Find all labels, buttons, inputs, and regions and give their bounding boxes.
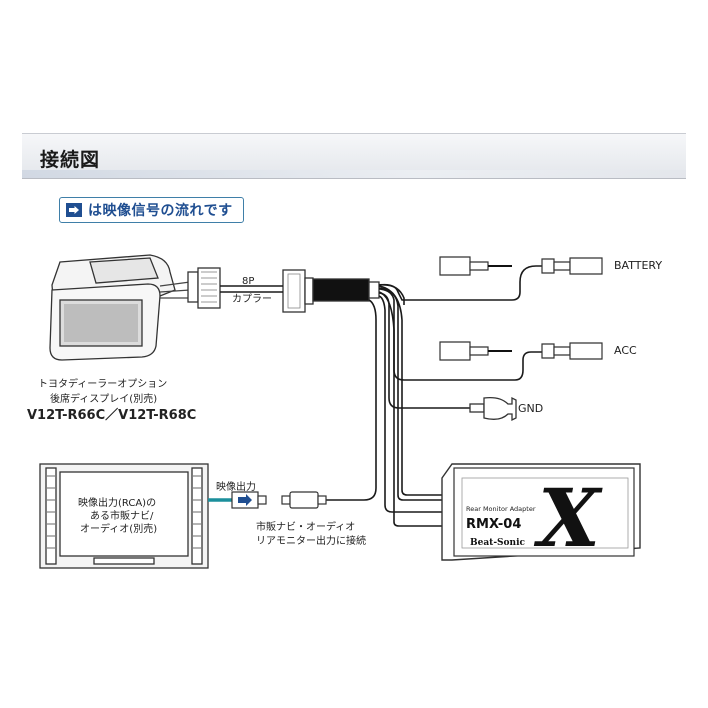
video-output-label: 映像出力 — [216, 482, 256, 493]
signal-flow-legend: は映像信号の流れです — [59, 197, 244, 223]
adapter-subtitle: Rear Monitor Adapter — [466, 505, 536, 513]
adapter-model: RMX-04 — [466, 517, 521, 532]
display-caption-1: トヨタディーラーオプション — [38, 379, 168, 390]
coupler-label-8p: 8P — [242, 276, 255, 287]
gnd-terminal — [469, 396, 517, 422]
legend-text: は映像信号の流れです — [88, 203, 233, 219]
gnd-label: GND — [518, 402, 544, 415]
rca-connector — [281, 491, 327, 509]
battery-label: BATTERY — [614, 259, 663, 272]
navi-unit — [39, 463, 209, 569]
adapter-brand: Beat-Sonic — [470, 538, 526, 548]
navi-caption-3: オーディオ(別売) — [80, 524, 158, 535]
section-header-bar — [22, 133, 686, 179]
battery-terminal — [439, 256, 603, 276]
arrow-right-icon — [66, 203, 82, 217]
display-model: V12T-R66C／V12T-R68C — [27, 408, 197, 423]
display-caption-2: 後席ディスプレイ(別売) — [50, 394, 158, 405]
adapter-logo: X — [533, 471, 603, 565]
harness-connector — [282, 269, 380, 313]
rca-caption-1: 市販ナビ・オーディオ — [256, 522, 356, 533]
page-title: 接続図 — [40, 149, 101, 171]
acc-terminal — [439, 341, 603, 361]
navi-caption-1: 映像出力(RCA)の — [78, 498, 157, 509]
rca-caption-2: リアモニター出力に接続 — [256, 536, 366, 547]
rear-seat-display — [49, 254, 221, 361]
wires — [220, 265, 542, 527]
coupler-label-name: カプラー — [232, 294, 272, 305]
navi-caption-2: ある市販ナビ/ — [90, 511, 154, 522]
video-output-cable — [208, 491, 267, 509]
rmx04-adapter: Rear Monitor Adapter RMX-04 Beat-Sonic X — [441, 463, 641, 565]
acc-label: ACC — [614, 344, 637, 357]
